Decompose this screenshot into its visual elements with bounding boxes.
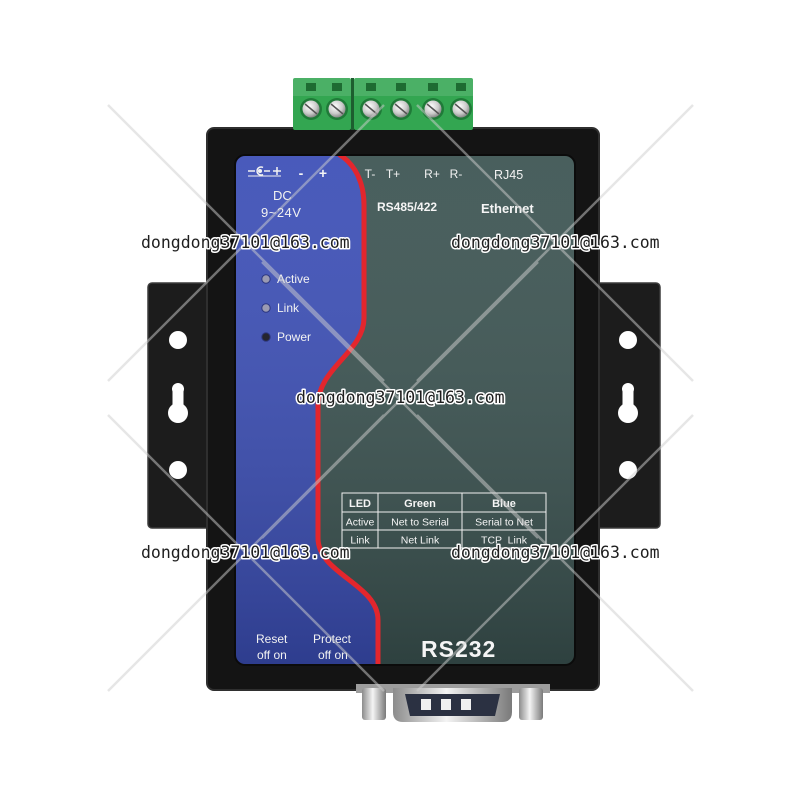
- reset-switch-label: Reset off on: [256, 632, 288, 662]
- led-label: Power: [277, 330, 311, 344]
- left-jack-screw: [362, 688, 386, 720]
- terminal-screw-icon[interactable]: [302, 100, 320, 118]
- power-minus-label: -: [299, 165, 304, 181]
- mounting-hole-icon: [619, 331, 637, 349]
- terminal-screw-icon[interactable]: [392, 100, 410, 118]
- mounting-hole-icon: [619, 461, 637, 479]
- power-type-label: DC: [273, 188, 292, 203]
- pin: [441, 699, 451, 710]
- front-label-panel: [235, 155, 575, 665]
- network-port-label: RJ45: [494, 168, 523, 182]
- serial-interface-label: RS485/422: [377, 200, 437, 214]
- switch-positions: off on: [257, 648, 287, 662]
- terminal-screw-icon[interactable]: [424, 100, 442, 118]
- terminal-block: [293, 78, 473, 130]
- terminal-label-t-plus: T+: [386, 167, 400, 181]
- d-sub-insert: [405, 694, 500, 716]
- right-jack-screw: [519, 688, 543, 720]
- led-table-cell: Net Link: [401, 535, 440, 547]
- led-table-cell: Net to Serial: [391, 517, 449, 529]
- led-link: Link: [261, 301, 300, 315]
- terminal-screw-icon[interactable]: [328, 100, 346, 118]
- watermark-text: dongdong37101@163.com: [451, 543, 660, 562]
- led-power: Power: [261, 330, 311, 344]
- terminal-label-r-plus: R+: [424, 167, 440, 181]
- db9-serial-connector[interactable]: [356, 684, 550, 722]
- switch-label: Reset: [256, 632, 288, 646]
- red-divider-line: [315, 155, 381, 665]
- led-indicator: [261, 303, 271, 313]
- mounting-hole-icon: [169, 461, 187, 479]
- mounting-hole-icon: [169, 331, 187, 349]
- led-table-cell: TCP Link: [481, 535, 528, 547]
- led-label: Link: [277, 301, 300, 315]
- terminal-screw-icon[interactable]: [362, 100, 380, 118]
- switch-positions: off on: [318, 648, 348, 662]
- dc-polarity-icon: [248, 166, 281, 177]
- watermark-text: dongdong37101@163.com: [451, 233, 660, 252]
- watermark-text: dongdong37101@163.com: [141, 543, 350, 562]
- power-plus-label: +: [319, 165, 327, 181]
- keyhole-slot-icon: [168, 383, 188, 423]
- led-indicator: [261, 332, 271, 342]
- led-table-cell: Link: [350, 535, 370, 547]
- keyhole-slot-icon: [618, 383, 638, 423]
- pin: [421, 699, 431, 710]
- terminal-label-r-minus: R-: [450, 167, 463, 181]
- led-indicator: [261, 274, 271, 284]
- led-table-cell: Active: [346, 517, 375, 529]
- pin: [461, 699, 471, 710]
- right-mounting-flange: [591, 282, 661, 529]
- network-interface-label: Ethernet: [481, 201, 534, 216]
- terminal-label-t-minus: T-: [365, 167, 376, 181]
- led-table-header-cell: Green: [404, 498, 436, 510]
- watermark-text: dongdong37101@163.com: [141, 233, 350, 252]
- watermark-lines: [107, 104, 694, 692]
- watermark-text: dongdong37101@163.com: [296, 388, 505, 407]
- terminal-screw-icon[interactable]: [452, 100, 470, 118]
- led-table-header-cell: LED: [349, 498, 371, 510]
